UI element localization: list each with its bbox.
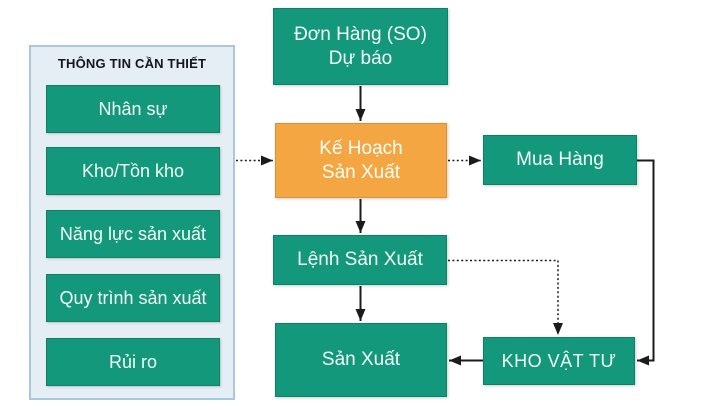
panel-item-label: Kho/Tồn kho [81,160,185,181]
panel-item-inventory: Kho/Tồn kho [46,147,220,195]
node-label: Lệnh Sản Xuất [297,249,423,271]
node-purchasing: Mua Hàng [483,135,637,185]
arrow-workorder-to-warehouse [448,259,563,335]
node-order-forecast: Đơn Hàng (SO) Dự báo [273,8,448,85]
node-material-warehouse: KHO VẬT TƯ [483,337,635,385]
node-label-line2: Dự báo [328,47,393,69]
panel-item-label: Rủi ro [108,351,157,372]
panel-item-label: Nhân sự [98,98,168,119]
panel-item-risk: Rủi ro [46,338,220,386]
info-panel-title: THÔNG TIN CẦN THIẾT [57,56,207,71]
node-production-plan: Kế Hoạch Sản Xuất [275,123,447,198]
panel-item-capacity: Năng lực sản xuất [46,210,220,258]
node-work-order: Lệnh Sản Xuất [273,235,447,285]
node-label: Sản Xuất [321,349,401,371]
panel-item-label: Quy trình sản xuất [59,287,207,308]
info-panel: THÔNG TIN CẦN THIẾT Nhân sự Kho/Tồn kho … [29,45,235,400]
panel-item-process: Quy trình sản xuất [46,274,220,322]
node-label-line2: Sản Xuất [321,161,401,183]
node-label-line1: Đơn Hàng (SO) [294,23,427,45]
panel-item-personnel: Nhân sự [46,85,220,133]
panel-item-label: Năng lực sản xuất [59,223,207,244]
arrow-purchasing-to-warehouse [637,159,655,366]
node-production: Sản Xuất [275,323,447,397]
node-label: KHO VẬT TƯ [501,350,617,371]
node-label-line1: Kế Hoạch [319,137,403,159]
node-label: Mua Hàng [516,149,604,171]
